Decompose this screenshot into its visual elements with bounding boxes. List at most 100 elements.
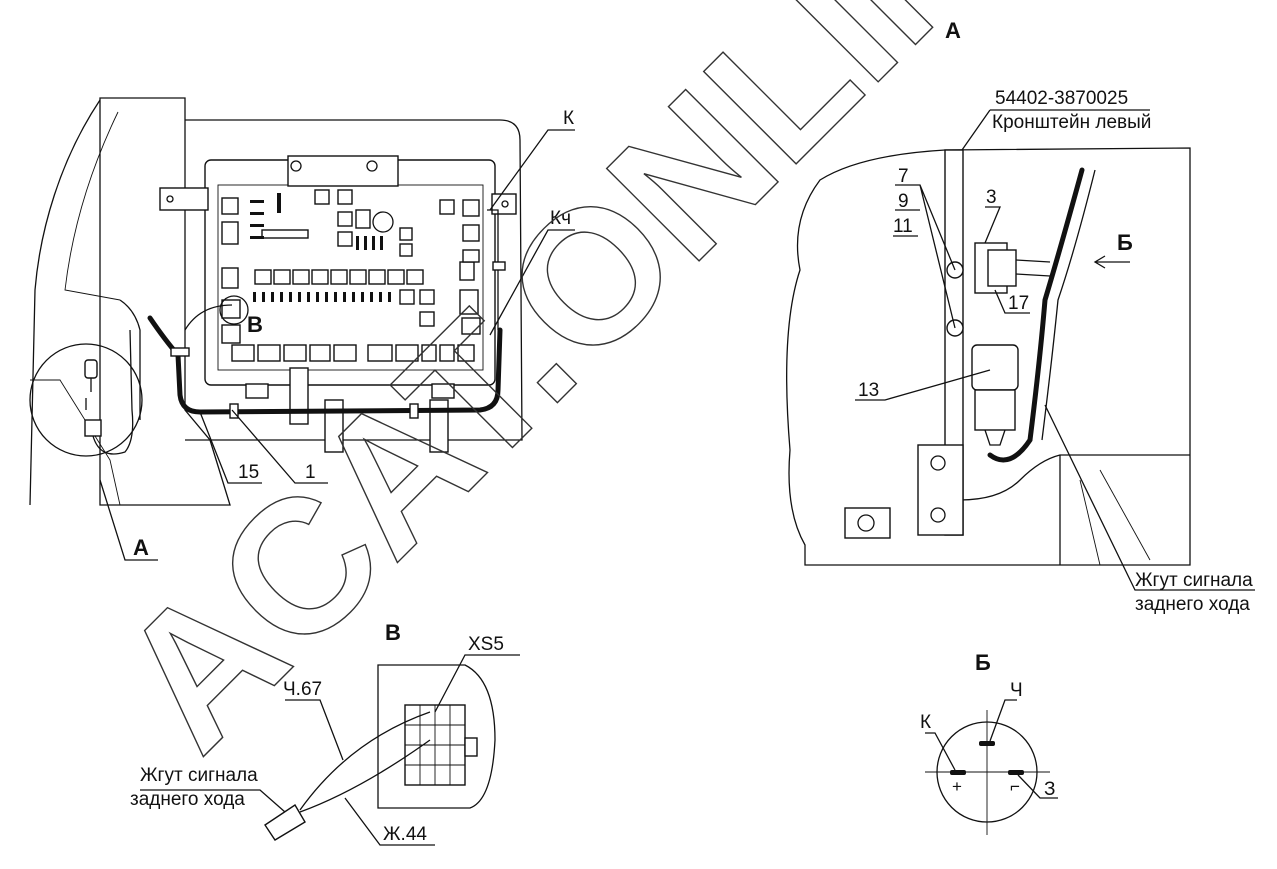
callout-view-a: А bbox=[133, 535, 149, 560]
right-bracket-hole bbox=[501, 200, 509, 208]
harness-label-2: заднего хода bbox=[1135, 594, 1250, 615]
cab-panel-curve bbox=[29, 99, 101, 506]
bottom-tab-1 bbox=[245, 383, 269, 399]
harness-clip-3 bbox=[409, 403, 419, 419]
view-b-arrow bbox=[1093, 255, 1130, 269]
pin-z bbox=[1008, 770, 1024, 775]
label-ch67: Ч.67 bbox=[283, 679, 322, 700]
relay-13-pins bbox=[984, 429, 1006, 446]
leader-pin-z bbox=[1017, 774, 1058, 799]
callout-13: 13 bbox=[858, 380, 879, 401]
watermark: ACAT.ONLINE bbox=[79, 0, 1122, 789]
screw-1 bbox=[290, 160, 302, 172]
hatch-1 bbox=[1079, 479, 1101, 566]
board-chips bbox=[250, 189, 455, 257]
harness-tail bbox=[264, 804, 306, 841]
callout-kch: Кч bbox=[550, 208, 571, 229]
screw-2 bbox=[366, 160, 378, 172]
relay-13-base bbox=[974, 389, 1016, 431]
back-panel bbox=[185, 119, 523, 441]
detail-a-circle bbox=[29, 343, 143, 457]
relay-13 bbox=[971, 344, 1019, 391]
label-pin-ch: Ч bbox=[1010, 680, 1023, 701]
bottom-tab-2 bbox=[431, 383, 455, 399]
connector-latch bbox=[464, 737, 478, 757]
leader-7-9-11 bbox=[895, 184, 956, 329]
pin-k bbox=[950, 770, 966, 775]
cab-panel-lower bbox=[30, 379, 121, 506]
switch-17-cap bbox=[987, 249, 1017, 287]
callout-k: К bbox=[563, 108, 574, 129]
board-top-tab bbox=[287, 155, 399, 187]
leader-k bbox=[489, 129, 575, 211]
pin-ground: ⌐ bbox=[1010, 777, 1020, 796]
right-components bbox=[399, 199, 481, 335]
callout-v: В bbox=[247, 312, 263, 337]
cab-panel-inner-curve bbox=[64, 111, 121, 301]
cab-body-outline bbox=[786, 147, 1191, 566]
bracket-foot-hole-1 bbox=[930, 455, 946, 471]
view-a: А 54402-3870025 Кронштейн левый Б bbox=[786, 18, 1255, 615]
leader-harness-v bbox=[140, 789, 286, 813]
label-pin-k: К bbox=[920, 712, 931, 733]
leader-3 bbox=[984, 206, 1001, 244]
callout-1: 1 bbox=[305, 462, 316, 483]
left-bracket bbox=[159, 187, 209, 211]
bottom-clip-3 bbox=[429, 399, 449, 453]
label-xs5: XS5 bbox=[468, 634, 504, 655]
callout-v-circle bbox=[219, 295, 249, 325]
callout-7: 7 bbox=[898, 166, 909, 187]
harness-branch bbox=[184, 304, 233, 331]
bottom-connectors bbox=[231, 344, 475, 362]
leader-xs5 bbox=[434, 654, 520, 713]
view-v-blob bbox=[377, 664, 496, 809]
leader-pin-ch bbox=[989, 699, 1017, 742]
harness-main bbox=[147, 315, 503, 415]
bracket-foot-hole-2 bbox=[930, 507, 946, 523]
harness-v-label-2: заднего хода bbox=[130, 789, 245, 810]
callout-17: 17 bbox=[1008, 293, 1029, 314]
view-a-title: А bbox=[945, 18, 961, 43]
cab-body-lower bbox=[959, 454, 1190, 501]
switch-stem bbox=[85, 378, 92, 410]
harness-clip-4 bbox=[492, 261, 506, 271]
hatch-2 bbox=[1099, 469, 1151, 561]
relay-wire-2 bbox=[119, 299, 141, 420]
leader-pin-k bbox=[925, 732, 956, 771]
leader-13 bbox=[855, 369, 991, 401]
callout-11: 11 bbox=[893, 216, 913, 237]
label-pin-z: З bbox=[1044, 779, 1055, 800]
callout-9: 9 bbox=[898, 191, 909, 212]
fuse-row bbox=[253, 292, 391, 302]
leader-harness bbox=[1044, 404, 1255, 591]
leader-a bbox=[99, 479, 158, 561]
harness-v-label-1: Жгут сигнала bbox=[140, 765, 258, 786]
base-plate bbox=[844, 507, 891, 539]
view-v: В XS5 Ч.67 Ж.44 Жгут сигнала заднего ход… bbox=[130, 620, 520, 846]
leader-17 bbox=[994, 289, 1030, 314]
harness-clip-1 bbox=[170, 347, 190, 357]
part-number: 54402-3870025 bbox=[995, 88, 1128, 109]
harness-label-1: Жгут сигнала bbox=[1135, 570, 1253, 591]
view-b-arrow-label: Б bbox=[1117, 230, 1133, 255]
leader-1 bbox=[231, 409, 328, 484]
pin-ch bbox=[979, 741, 995, 746]
label-zh44: Ж.44 bbox=[383, 824, 427, 845]
bracket-foot bbox=[917, 444, 964, 536]
relay-wire bbox=[92, 329, 134, 455]
main-view: К Кч В 15 1 А bbox=[29, 97, 575, 561]
view-b-title: Б bbox=[975, 650, 991, 675]
callout-3: 3 bbox=[986, 187, 997, 208]
switch-body bbox=[84, 359, 98, 379]
wire-67 bbox=[299, 711, 431, 811]
view-v-title: В bbox=[385, 620, 401, 645]
relay-detail bbox=[84, 419, 102, 437]
rear-harness-2 bbox=[1041, 169, 1096, 441]
leader-kch bbox=[489, 229, 575, 336]
connector-grid bbox=[405, 705, 465, 785]
leader-44 bbox=[344, 797, 435, 846]
harness-clip-2 bbox=[229, 403, 239, 419]
wire-44 bbox=[299, 739, 431, 813]
left-bracket-hole bbox=[166, 195, 174, 203]
base-plate-hole bbox=[857, 514, 875, 532]
